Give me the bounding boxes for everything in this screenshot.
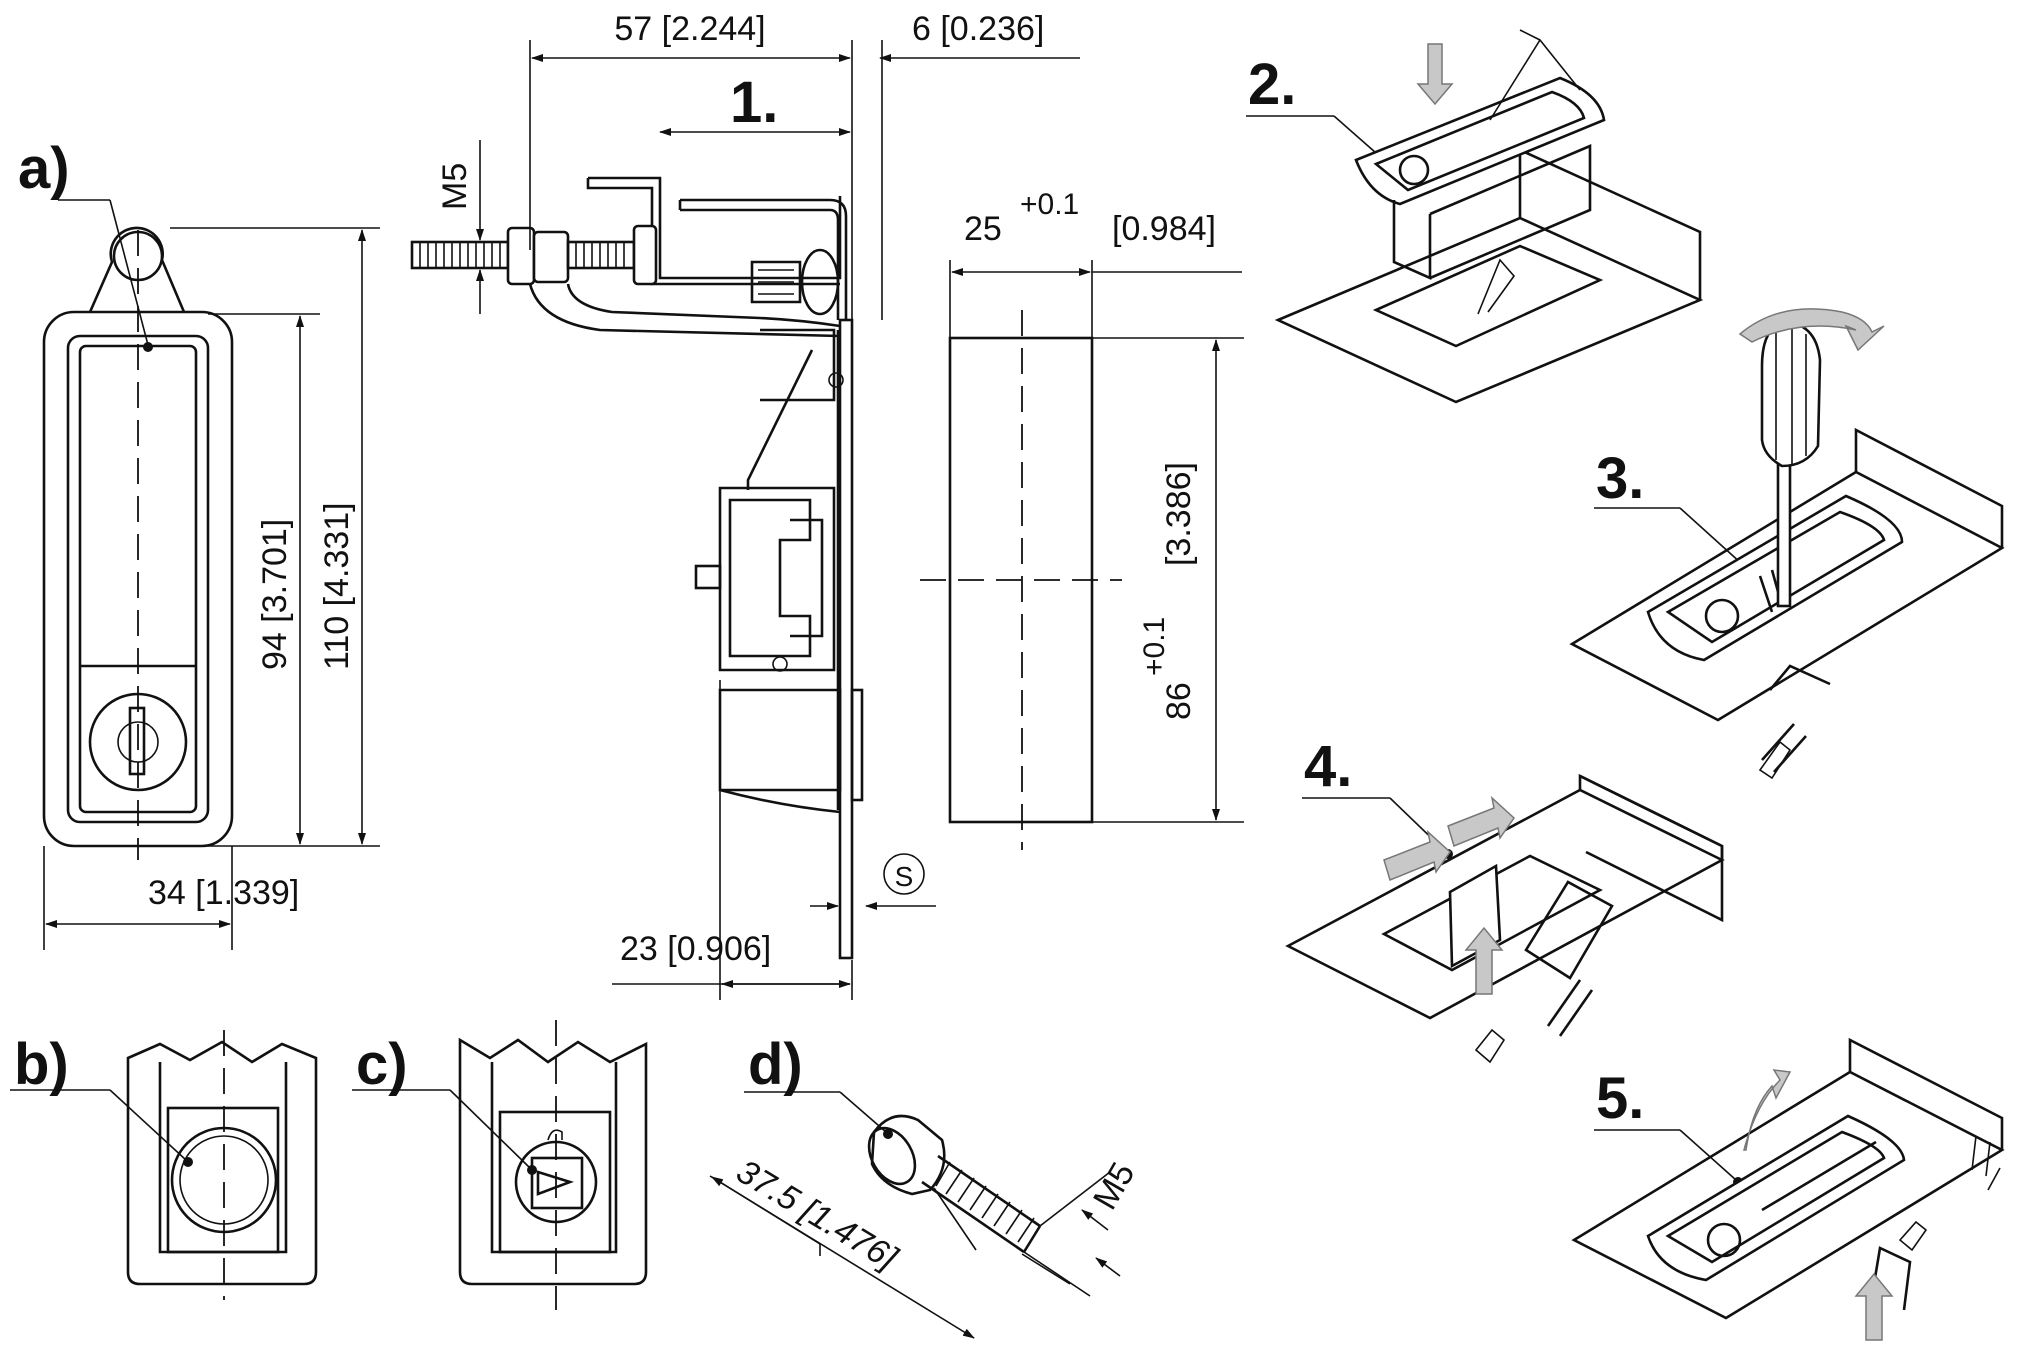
view-label-a: a): [18, 136, 70, 201]
step-4-illustration: 4.: [1285, 734, 1725, 1064]
step-label-3: 3.: [1596, 446, 1644, 511]
step-label-2: 2.: [1248, 52, 1296, 117]
dim-depth-23: 23 [0.906]: [620, 930, 771, 968]
dim-height-110: 110 [4.331]: [318, 502, 356, 670]
step-label-5: 5.: [1596, 1066, 1644, 1131]
step-2-illustration: 2.: [1246, 29, 1704, 404]
dim-panel-6: 6 [0.236]: [912, 10, 1044, 48]
step-5-illustration: 5.: [1571, 1037, 2005, 1341]
view-label-b: b): [14, 1032, 69, 1097]
detail-view-c: c): [352, 1020, 648, 1310]
dim-cutout-width-in: [0.984]: [1112, 210, 1216, 248]
dim-cutout-height-tol: +0.1: [1138, 617, 1171, 676]
step-3-illustration: 3.: [1569, 308, 2005, 780]
side-view: 57 [2.244] 6 [0.236] 1. M5 23 [0.906] S: [410, 10, 1080, 1000]
step-label-4: 4.: [1304, 734, 1352, 799]
dim-height-94: 94 [3.701]: [256, 519, 294, 670]
dim-thread-m5-bolt: M5: [1086, 1156, 1143, 1216]
panel-thickness-symbol: S: [895, 861, 914, 892]
view-label-c: c): [356, 1032, 408, 1097]
dim-cutout-height-in: [3.386]: [1160, 462, 1198, 566]
front-view-a: a) 94 [3.701] 110 [4.331] 34 [1.339]: [18, 136, 380, 950]
panel-cutout: 25 +0.1 [0.984] 86 +0.1 [3.386]: [920, 188, 1244, 850]
step-label-1: 1.: [730, 70, 778, 135]
dim-cutout-width: 25: [964, 210, 1002, 248]
dim-depth-57: 57 [2.244]: [614, 10, 765, 48]
detail-view-b: b): [10, 1030, 318, 1300]
detail-view-d: d) 37.5 [1.476] M5: [709, 1032, 1143, 1339]
view-label-d: d): [748, 1032, 803, 1097]
dim-cutout-height: 86: [1160, 682, 1198, 720]
dim-thread-m5-side: M5: [436, 163, 474, 210]
dim-cutout-width-tol: +0.1: [1020, 188, 1079, 221]
dim-width-34: 34 [1.339]: [148, 874, 299, 912]
